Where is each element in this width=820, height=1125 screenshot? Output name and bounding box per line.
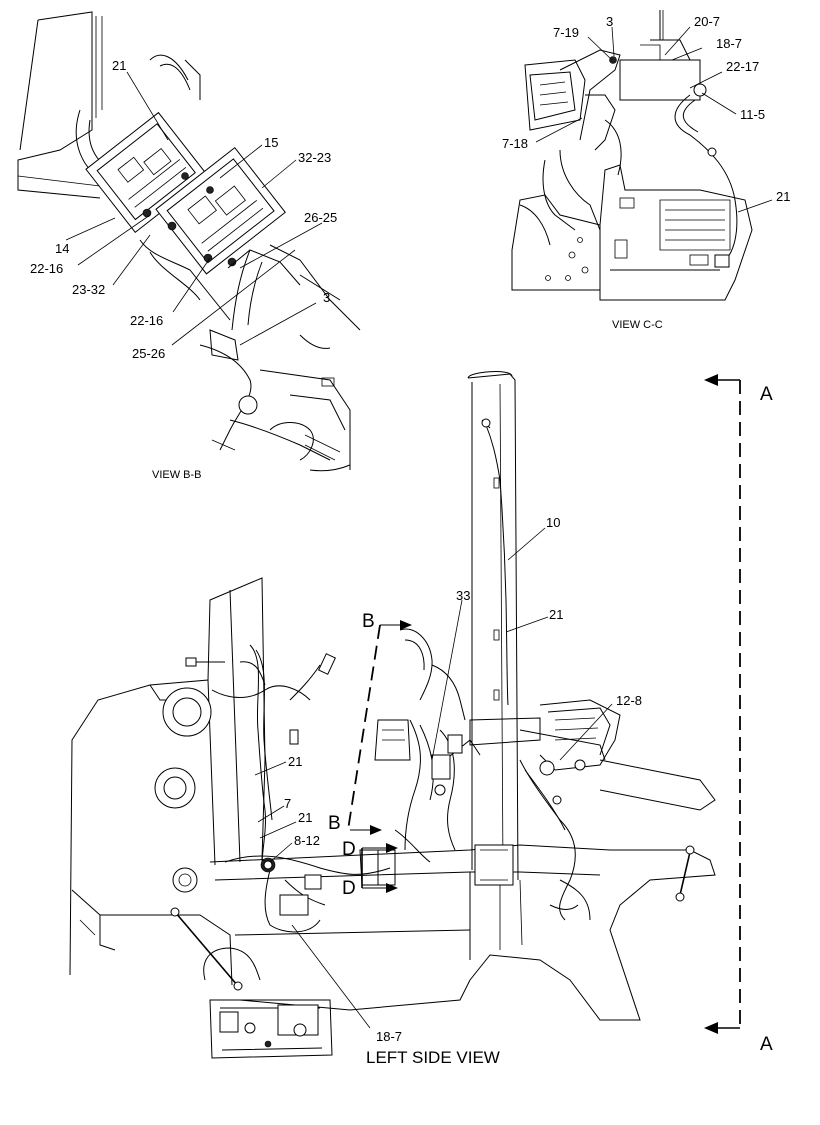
callout-label: 23-32	[72, 282, 105, 297]
callout-label: 21	[112, 58, 126, 73]
view-cc-leaders	[535, 26, 773, 213]
callout-label: 7	[284, 796, 291, 811]
section-line-d	[361, 843, 398, 893]
callout-label: 18-7	[716, 36, 742, 51]
view-bb-leaders	[65, 71, 323, 346]
callout-label: 15	[264, 135, 278, 150]
callout-label: 10	[546, 515, 560, 530]
callout-label: 20-7	[694, 14, 720, 29]
callout-label: 21	[298, 810, 312, 825]
callout-label: 18-7	[376, 1029, 402, 1044]
view-bb-callouts: 21 15 32-23 26-25 14 22-16 23-32 22-16 2…	[30, 58, 337, 361]
callout-label: 12-8	[616, 693, 642, 708]
callout-label: 14	[55, 241, 69, 256]
left-side-leaders	[254, 527, 613, 1029]
view-cc-drawing	[511, 10, 753, 301]
callout-label: 25-26	[132, 346, 165, 361]
callout-label: 7-19	[553, 25, 579, 40]
section-marker-a-top: A	[760, 384, 773, 405]
view-bb-drawing	[17, 11, 361, 472]
callout-label: 21	[288, 754, 302, 769]
callout-label: 21	[549, 607, 563, 622]
view-cc-title: VIEW C-C	[612, 319, 663, 331]
section-marker-d-bottom: D	[342, 878, 356, 899]
view-cc-callouts: 7-19 3 20-7 18-7 22-17 11-5 7-18 21	[502, 14, 790, 204]
section-marker-b-bottom: B	[328, 813, 341, 834]
callout-label: 7-18	[502, 136, 528, 151]
callout-label: 21	[776, 189, 790, 204]
callout-label: 3	[606, 14, 613, 29]
callout-label: 3	[323, 290, 330, 305]
section-marker-d-top: D	[342, 839, 356, 860]
callout-label: 32-23	[298, 150, 331, 165]
view-bb-title: VIEW B-B	[152, 469, 202, 481]
section-marker-b-top: B	[362, 611, 375, 632]
section-marker-a-bottom: A	[760, 1034, 773, 1055]
left-side-callouts: 10 33 21 12-8 21 7 21 8-12 18-7	[284, 515, 642, 1044]
callout-label: 22-16	[130, 313, 163, 328]
callout-label: 22-17	[726, 59, 759, 74]
callout-label: 33	[456, 588, 470, 603]
left-side-view-title: LEFT SIDE VIEW	[366, 1048, 500, 1067]
callout-label: 8-12	[294, 833, 320, 848]
callout-label: 11-5	[740, 107, 765, 122]
callout-label: 22-16	[30, 261, 63, 276]
section-line-b	[347, 620, 412, 835]
section-line-a	[704, 374, 741, 1034]
callout-label: 26-25	[304, 210, 337, 225]
